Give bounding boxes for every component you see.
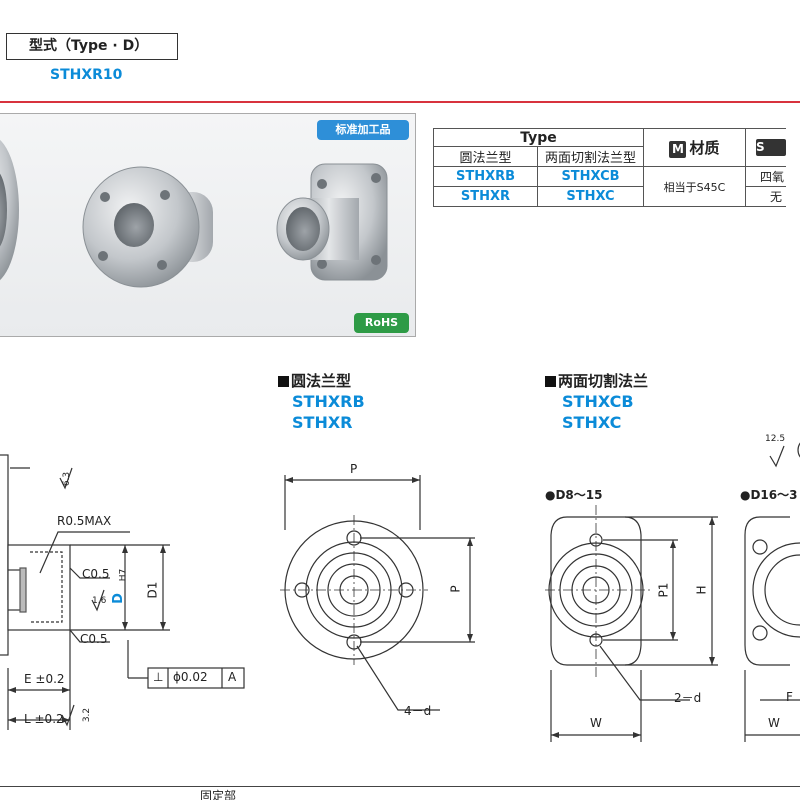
dim-w2: W <box>768 716 780 730</box>
photo-part-round-flange <box>82 166 213 288</box>
col-round: 圆法兰型 <box>433 146 538 167</box>
surface-value: 四氧 <box>745 166 786 187</box>
dim-p-side: P <box>448 585 463 593</box>
perp-symbol: ⊥ <box>153 670 164 684</box>
surface-icon: S <box>756 139 786 156</box>
material-icon: M <box>669 141 687 158</box>
dim-e: E ±0.2 <box>24 672 65 686</box>
dim-r-max: R0.5MAX <box>57 514 112 528</box>
side-section-drawing <box>0 454 245 730</box>
range-small-label: ●D8～15 <box>545 488 603 502</box>
round-flange-models: STHXRB STHXR <box>292 391 365 433</box>
range-large-label: ●D16～3 <box>740 488 798 502</box>
roughness-6-3: 6.3 <box>62 471 73 487</box>
square-bullet-icon <box>545 376 556 387</box>
type-value: STHXR10 <box>50 67 123 83</box>
model-cell: STHXRB <box>433 166 538 187</box>
type-label: 型式（Type · D） <box>6 33 178 60</box>
photo-part-left <box>0 139 19 281</box>
technical-drawings <box>0 442 800 742</box>
product-photos <box>0 139 388 288</box>
dim-d1: D1 <box>145 581 160 599</box>
dimension-arrows <box>8 477 715 738</box>
dim-c05-a: C0.5 <box>82 567 110 581</box>
roughness-1-6: 1.6 <box>92 596 107 606</box>
surface-value: 无 <box>745 186 786 207</box>
model-label: STHXRB <box>292 392 365 411</box>
cut-flange-small-drawing <box>545 505 718 742</box>
type-header: Type <box>433 128 644 147</box>
dim-w: W <box>590 716 602 730</box>
surface-header-cell: S <box>745 128 786 167</box>
cut-flange-title: 两面切割法兰 <box>545 370 648 391</box>
dim-f: F <box>786 690 793 704</box>
dim-p1: P1 <box>656 582 671 598</box>
model-label: STHXC <box>562 413 622 432</box>
model-label: STHXCB <box>562 392 634 411</box>
product-photo-panel: 标准加工品 RoHS <box>0 113 416 337</box>
cut-flange-models: STHXCB STHXC <box>562 391 634 433</box>
cut-flange-large-drawing <box>744 442 800 742</box>
dim-h7: H7 <box>118 568 129 582</box>
round-flange-drawing <box>280 475 475 711</box>
col-cut: 两面切割法兰型 <box>537 146 644 167</box>
rohs-badge: RoHS <box>354 313 409 333</box>
perp-datum: A <box>228 670 237 684</box>
material-header: 材质 <box>689 139 720 157</box>
roughness-12-5: 12.5 <box>765 434 786 444</box>
dim-holes-2d: 2－d <box>674 691 702 705</box>
photo-part-cut-flange <box>276 163 388 281</box>
perp-value: ϕ0.02 <box>173 670 208 684</box>
dim-p-top: P <box>350 462 358 476</box>
model-cell: STHXR <box>433 186 538 207</box>
model-cell: STHXC <box>537 186 644 207</box>
dim-d: D <box>110 593 126 604</box>
standard-badge: 标准加工品 <box>317 120 409 140</box>
bottom-table-edge: 固定部 <box>0 786 800 800</box>
dim-holes-4d: 4－d <box>404 704 432 718</box>
material-value: 相当于S45C <box>643 166 746 207</box>
square-bullet-icon <box>278 376 289 387</box>
header-frame <box>0 0 800 103</box>
dim-h: H <box>694 585 709 595</box>
roughness-3-2: 3.2 <box>82 707 93 723</box>
dim-l: L ±0.2 <box>24 712 64 726</box>
model-label: STHXR <box>292 413 353 432</box>
round-flange-title: 圆法兰型 <box>278 370 351 391</box>
model-cell: STHXCB <box>537 166 644 187</box>
dim-c05-b: C0.5 <box>80 632 108 646</box>
bottom-label: 固定部 <box>200 789 237 800</box>
